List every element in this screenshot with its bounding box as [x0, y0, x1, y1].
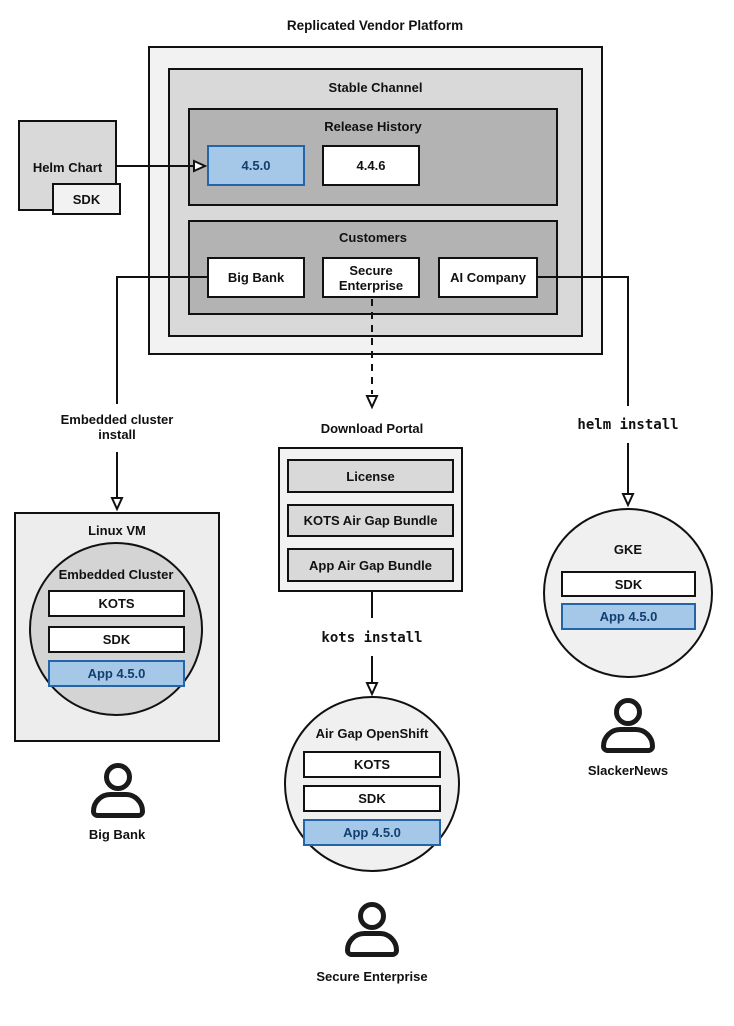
release-4-4-6: 4.4.6 — [322, 145, 420, 186]
helm-chart-box: Helm Chart SDK — [18, 120, 121, 215]
app-version-box: App 4.5.0 — [303, 819, 441, 846]
app-version-box: App 4.5.0 — [48, 660, 185, 687]
release-history-label: Release History — [324, 119, 422, 134]
customer-secure-enterprise: Secure Enterprise — [322, 257, 420, 298]
arrowhead-down — [621, 493, 635, 508]
arrowhead-down — [365, 395, 379, 410]
download-portal-label: Download Portal — [320, 421, 424, 436]
arrowhead-down — [110, 497, 124, 512]
linux-vm-label: Linux VM — [88, 523, 146, 538]
helm-sdk-box: SDK — [52, 183, 121, 215]
stable-channel-label: Stable Channel — [328, 80, 423, 95]
user-label-slackernews: SlackerNews — [587, 763, 669, 778]
portal-license-box: License — [287, 459, 454, 493]
arrowhead-down — [365, 682, 379, 697]
airgap-openshift-label: Air Gap OpenShift — [315, 726, 429, 741]
helm-install-command: helm install — [577, 417, 679, 433]
sdk-box: SDK — [561, 571, 696, 597]
sdk-box: SDK — [48, 626, 185, 653]
release-4-5-0: 4.5.0 — [207, 145, 305, 186]
helm-chart-label: Helm Chart — [32, 160, 103, 175]
customer-ai-company: AI Company — [438, 257, 538, 298]
user-label-big-bank: Big Bank — [88, 827, 146, 842]
customer-big-bank: Big Bank — [207, 257, 305, 298]
kots-box: KOTS — [48, 590, 185, 617]
embedded-cluster-label: Embedded Cluster — [58, 567, 174, 582]
portal-kots-bundle-box: KOTS Air Gap Bundle — [287, 504, 454, 537]
portal-app-bundle-box: App Air Gap Bundle — [287, 548, 454, 582]
kots-install-command: kots install — [321, 630, 423, 646]
sdk-box: SDK — [303, 785, 441, 812]
app-version-box: App 4.5.0 — [561, 603, 696, 630]
diagram-title: Replicated Vendor Platform — [286, 18, 464, 33]
embedded-cluster-install-label: Embedded cluster install — [60, 412, 174, 442]
kots-box: KOTS — [303, 751, 441, 778]
customers-label: Customers — [339, 230, 407, 245]
user-label-secure-enterprise: Secure Enterprise — [316, 969, 428, 984]
gke-label: GKE — [613, 542, 643, 557]
